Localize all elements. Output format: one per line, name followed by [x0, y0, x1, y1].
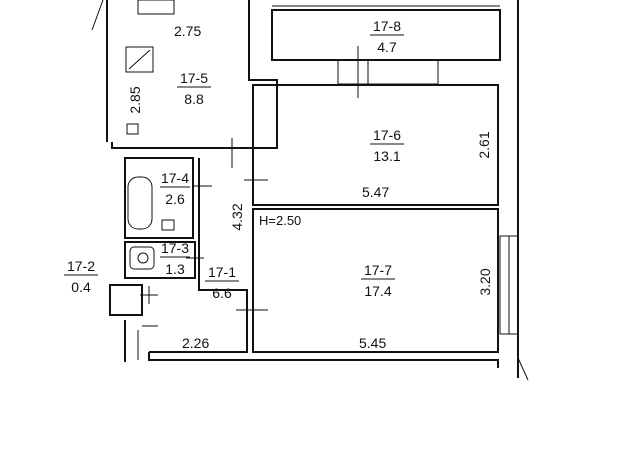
- bottom-exterior-wall: [148, 352, 499, 368]
- room-area-17-7: 17.4: [364, 283, 391, 299]
- room-17-6-outline: [252, 84, 499, 206]
- bathroom-sink: [161, 219, 175, 231]
- ceiling-height-label: H=2.50: [259, 213, 301, 228]
- dim-room6-height: 2.61: [476, 131, 492, 158]
- room-area-17-8: 4.7: [377, 39, 397, 55]
- stove-icon: [125, 46, 154, 73]
- kitchen-window-top: [137, 0, 175, 15]
- dimension-labels: 2.75 2.85 2.61 5.47 4.32 3.20 5.45 2.26 …: [127, 23, 493, 351]
- room-id-17-4: 17-4: [161, 170, 189, 186]
- bathroom-outline: [124, 157, 194, 239]
- room-area-17-3: 1.3: [165, 261, 185, 277]
- hallway-walls: [149, 158, 248, 353]
- closet-outline: [109, 284, 143, 316]
- balcony-corner: [517, 357, 529, 381]
- dim-kitchen-width: 2.75: [174, 23, 201, 39]
- stove-icon-diagonal: [128, 49, 151, 70]
- toilet-bowl: [129, 246, 155, 270]
- room-area-17-2: 0.4: [71, 279, 91, 295]
- room-area-17-4: 2.6: [165, 191, 185, 207]
- dim-hall-width: 2.26: [182, 335, 209, 351]
- room-id-17-2: 17-2: [67, 258, 95, 274]
- room-area-17-1: 6.6: [212, 285, 232, 301]
- toilet-seat: [137, 252, 149, 264]
- room-id-17-6: 17-6: [373, 127, 401, 143]
- dim-hall-length: 4.32: [229, 203, 245, 230]
- room-labels: 17-5 8.8 17-8 4.7 17-6 13.1 17-4 2.6 17-…: [64, 18, 404, 301]
- kitchen-fixtures: [125, 46, 154, 135]
- exterior-wall-fragment: [91, 0, 104, 31]
- dim-room6-width: 5.47: [362, 184, 389, 200]
- door-marks: [140, 46, 359, 327]
- room-id-17-5: 17-5: [180, 70, 208, 86]
- dim-room7-width: 5.45: [359, 335, 386, 351]
- room-id-17-7: 17-7: [364, 262, 392, 278]
- kitchen-sink-icon: [126, 123, 139, 135]
- room-id-17-1: 17-1: [208, 264, 236, 280]
- walls: [91, 0, 529, 381]
- room-area-17-6: 13.1: [373, 148, 400, 164]
- room-id-17-8: 17-8: [373, 18, 401, 34]
- storage-room-opening: [337, 59, 439, 85]
- room-area-17-5: 8.8: [184, 91, 204, 107]
- kitchen-right-wall: [111, 0, 278, 149]
- room-17-7-outline: [252, 208, 499, 353]
- bathtub: [127, 176, 153, 230]
- dim-room7-height: 3.20: [477, 268, 493, 295]
- toilet-room-outline: [124, 241, 196, 279]
- room-id-17-3: 17-3: [161, 240, 189, 256]
- dim-kitchen-height: 2.85: [127, 86, 143, 113]
